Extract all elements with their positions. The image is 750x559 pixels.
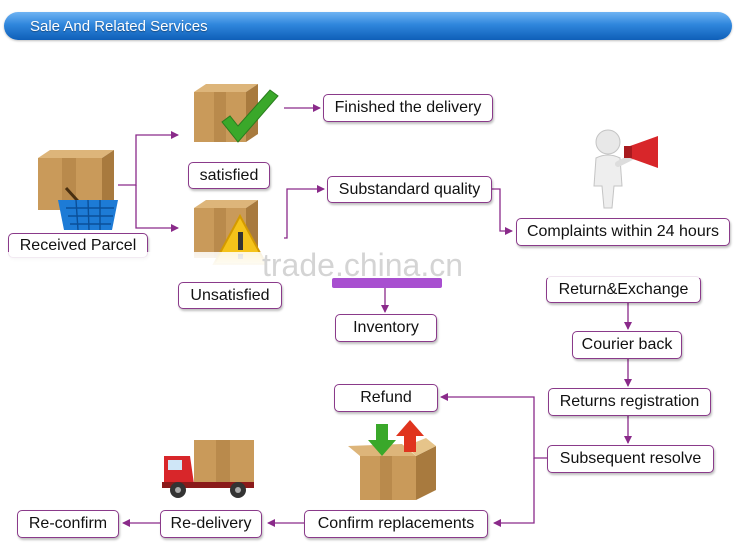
substandard-quality-box: Substandard quality (327, 176, 492, 203)
box-arrows-icon (348, 420, 436, 500)
arrow-to-confirm (493, 458, 535, 527)
refund-box: Refund (334, 384, 438, 412)
box-checkmark-icon (194, 84, 279, 143)
satisfied-box: satisfied (188, 162, 270, 189)
re-confirm-box: Re-confirm (17, 510, 119, 538)
watermark-band (0, 252, 750, 278)
courier-back-box: Courier back (572, 331, 682, 359)
arrow-to-unsatisfied (135, 185, 179, 232)
arrow-to-complaints (492, 188, 513, 235)
finished-delivery-box: Finished the delivery (323, 94, 493, 122)
arrow-to-refund (440, 393, 547, 459)
confirm-replacements-box: Confirm replacements (304, 510, 488, 538)
header-bar: Sale And Related Services (4, 12, 732, 40)
person-megaphone-icon (593, 129, 658, 209)
delivery-truck-icon (162, 440, 254, 498)
unsatisfied-box: Unsatisfied (178, 282, 282, 309)
inventory-box: Inventory (335, 314, 437, 342)
arrow-to-substandard (284, 185, 325, 239)
arrow-to-satisfied (118, 131, 179, 186)
highlight-bar (332, 278, 442, 288)
header-title: Sale And Related Services (30, 18, 208, 35)
box-basket-icon (38, 150, 118, 231)
return-exchange-box: Return&Exchange (546, 276, 701, 303)
re-delivery-box: Re-delivery (160, 510, 262, 538)
box-warning-icon (194, 200, 268, 265)
watermark-text: trade.china.cn (262, 247, 464, 283)
returns-registration-box: Returns registration (548, 388, 711, 416)
subsequent-resolve-box: Subsequent resolve (547, 445, 714, 473)
complaints-box: Complaints within 24 hours (516, 218, 730, 246)
